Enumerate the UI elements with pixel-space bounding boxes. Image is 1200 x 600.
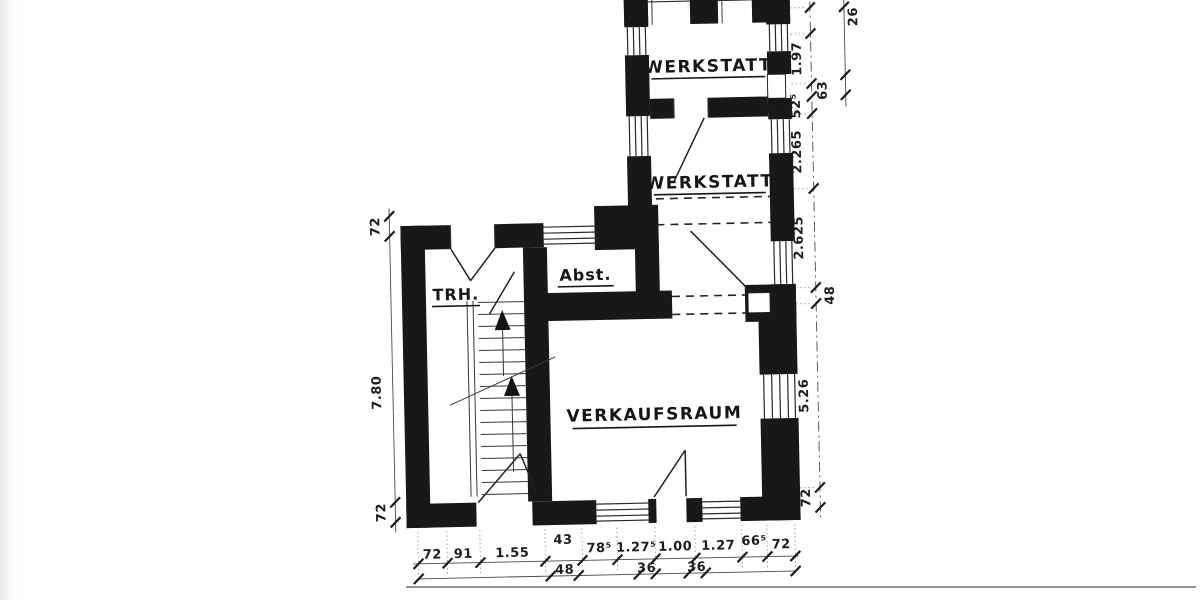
stair-break-line <box>449 356 556 406</box>
dim-right-seg4: 2.265 <box>789 130 805 174</box>
window-hatch <box>773 240 794 285</box>
door-swing <box>653 449 687 498</box>
room-label-verkaufsraum: VERKAUFSRAUM <box>566 403 742 427</box>
room-label-werkstatt-middle: WERKSTATT <box>645 171 773 194</box>
wall-niche <box>766 73 787 99</box>
dim-right-seg5: 2.625 <box>791 216 807 260</box>
window-hatch <box>702 500 741 520</box>
window-hatch <box>626 26 647 56</box>
dim-bottom-2: 91 <box>454 547 473 562</box>
dim-left-wall-bottom: 72 <box>374 503 389 522</box>
room-label-treppenhaus: TRH. <box>432 285 479 305</box>
door-swing <box>672 97 709 183</box>
door-swing <box>488 271 516 315</box>
dim-bottom-7: 1.00 <box>658 539 692 555</box>
dim-bottom-8: 1.27 <box>701 538 735 554</box>
dim-bottom-sec-3: 36 <box>687 560 706 575</box>
dimension-chain-left: 72 7.80 72 <box>368 208 402 533</box>
dim-bottom-10: 72 <box>771 537 790 552</box>
dimension-chain-bottom: 72 91 1.55 43 78⁵ 1.27⁵ 1.00 1.27 66⁵ 72… <box>412 523 802 586</box>
dashed-wall-lines <box>655 195 771 316</box>
dim-right-seg1: 1.97 <box>790 42 806 76</box>
dim-right-seg6: 48 <box>823 285 838 304</box>
dim-right-seg8: 72 <box>799 488 814 507</box>
dim-bottom-9: 66⁵ <box>741 534 767 550</box>
door-swing <box>690 230 753 294</box>
room-labels: WERKSTATT WERKSTATT Abst. TRH. VERKAUFSR… <box>432 55 774 430</box>
dim-bottom-sec-1: 48 <box>555 563 574 578</box>
window-hatch <box>770 118 791 154</box>
dim-bottom-3: 1.55 <box>495 546 529 562</box>
stair-direction-arrow <box>503 375 520 397</box>
dim-bottom-6: 1.27⁵ <box>616 540 657 556</box>
room-label-abstellraum: Abst. <box>559 265 611 285</box>
dim-left-wall-top: 72 <box>368 217 383 236</box>
walls <box>400 0 801 529</box>
dim-bottom-5: 78⁵ <box>586 541 612 557</box>
dim-right-seg7: 5.26 <box>797 379 813 413</box>
door-swing <box>449 224 496 282</box>
dim-bottom-4: 43 <box>553 533 572 548</box>
dim-right-outer-top: 26 <box>846 7 861 26</box>
room-label-werkstatt-top: WERKSTATT <box>644 55 772 78</box>
dim-bottom-1: 72 <box>423 547 442 562</box>
stair-direction-arrow <box>494 310 511 331</box>
dim-left-interior: 7.80 <box>370 375 386 409</box>
stairs <box>449 300 556 497</box>
floor-plan: WERKSTATT WERKSTATT Abst. TRH. VERKAUFSR… <box>368 0 861 586</box>
dimension-chain-right: 1.97 63 52⁵ 2.265 2.625 48 5.26 72 26 <box>789 0 861 518</box>
flue-column <box>747 291 771 314</box>
window-hatch <box>596 502 649 522</box>
dimension-chain-right-outer: 26 <box>837 0 861 107</box>
window-hatch <box>768 24 789 52</box>
windows <box>543 0 797 522</box>
dim-right-seg3: 52⁵ <box>789 93 805 119</box>
stair-railing <box>472 300 478 497</box>
window-hatch <box>628 115 649 157</box>
window-hatch <box>762 373 797 419</box>
window-hatch <box>543 225 599 245</box>
dim-bottom-sec-2: 36 <box>637 561 656 576</box>
dim-right-seg2: 63 <box>815 81 830 100</box>
stair-railing <box>466 300 472 497</box>
